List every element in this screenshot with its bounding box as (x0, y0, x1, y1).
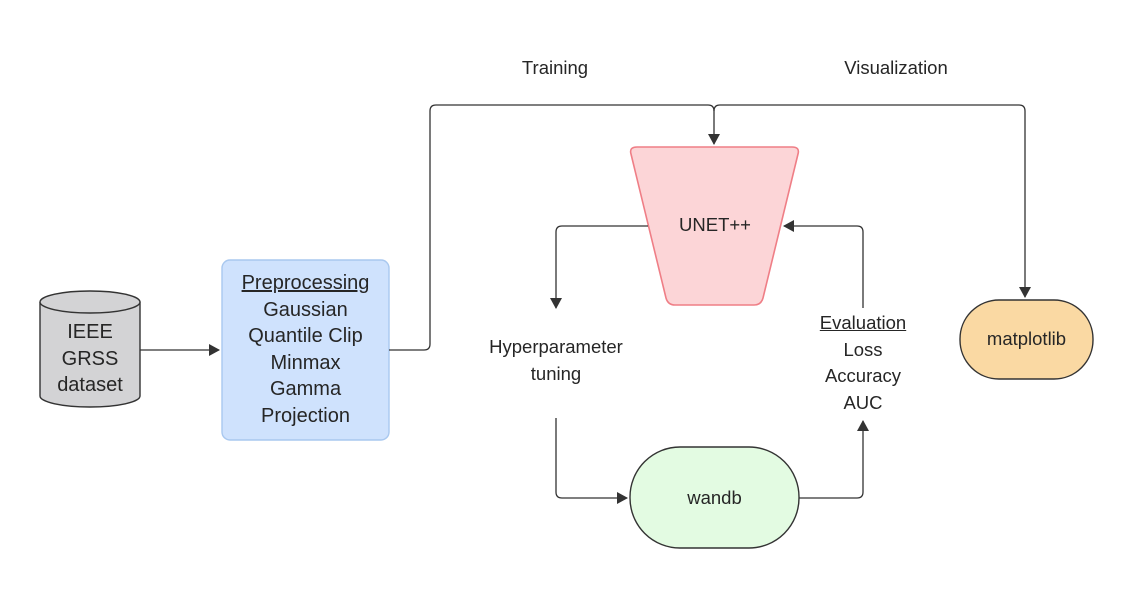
preprocessing-step: Projection (261, 404, 350, 427)
hyperparameter-label-line: Hyperparameter (489, 336, 623, 357)
preprocessing-step: Quantile Clip (248, 325, 363, 347)
dataset-label: IEEE GRSS dataset (40, 319, 140, 399)
hyperparameter-label: Hyperparameter tuning (466, 334, 646, 387)
edge-preprocessing-to-unet[interactable] (389, 104, 720, 351)
preprocessing-step: Gaussian (263, 298, 348, 321)
edge-evaluation-to-unet[interactable] (783, 220, 864, 308)
preprocessing-label: Preprocessing Gaussian Quantile Clip Min… (222, 270, 389, 429)
preprocessing-step: Minmax (270, 351, 341, 374)
evaluation-label: Evaluation Loss Accuracy AUC (798, 310, 928, 416)
preprocessing-heading: Preprocessing (241, 272, 370, 294)
edge-hyperparameter-to-wandb[interactable] (555, 418, 628, 504)
matplotlib-stadium-shape[interactable] (959, 299, 1094, 380)
evaluation-metric: AUC (843, 391, 883, 413)
dataset-label-line: GRSS (61, 347, 119, 370)
hyperparameter-label-line: tuning (530, 362, 582, 384)
evaluation-metric: Accuracy (824, 365, 902, 386)
unet-label: UNET++ (679, 214, 751, 235)
dataset-label-line: dataset (57, 374, 123, 396)
evaluation-heading: Evaluation (819, 312, 907, 333)
edge-wandb-to-evaluation[interactable] (799, 420, 869, 499)
dataset-cylinder-shape[interactable] (39, 290, 141, 408)
edge-unet-to-hyperparameter[interactable] (550, 225, 648, 309)
dataset-label-line: IEEE (67, 321, 113, 343)
preprocessing-step: Gamma (269, 378, 342, 400)
evaluation-metric: Loss (843, 338, 883, 360)
edge-label-training: Training (521, 57, 589, 78)
edge-preprocessing-to-matplotlib[interactable] (713, 104, 1031, 298)
unet-trapezoid-shape[interactable] (629, 146, 800, 306)
edge-label-visualization: Visualization (844, 57, 948, 78)
matplotlib-label: matplotlib (986, 328, 1067, 349)
wandb-label: wandb (687, 487, 742, 508)
